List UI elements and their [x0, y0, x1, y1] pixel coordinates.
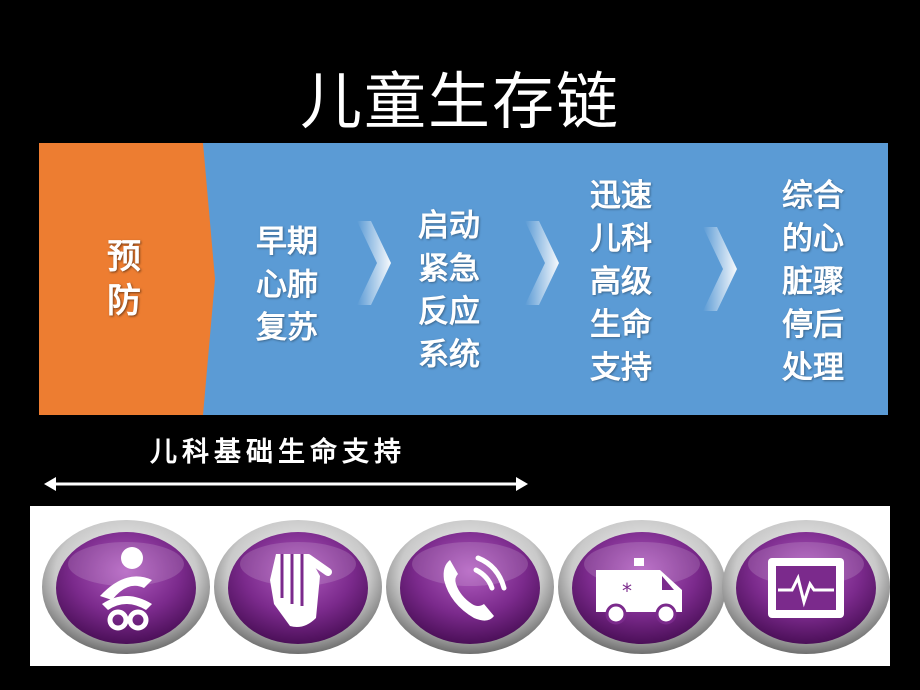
chevron-right-icon	[357, 221, 391, 305]
bls-label: 儿科基础生命支持	[150, 437, 406, 468]
svg-text:*: *	[622, 579, 632, 603]
icon-strip: *	[30, 506, 890, 666]
step-post-arrest-care: 综合 的心 脏骤 停后 处理	[782, 178, 844, 386]
phone-icon	[386, 520, 554, 654]
heart-monitor-icon	[722, 520, 890, 654]
prevention-block: 预 防	[39, 143, 203, 415]
prevention-label: 预 防	[107, 237, 141, 321]
cpr-hands-icon	[214, 520, 382, 654]
step-pals: 迅速 儿科 高级 生命 支持	[590, 178, 652, 386]
step-activate-emergency: 启动 紧急 反应 系统	[418, 208, 480, 373]
double-arrow-icon	[44, 477, 528, 491]
step-early-cpr: 早期 心肺 复苏	[256, 224, 318, 346]
page-title: 儿童生存链	[299, 65, 620, 138]
survival-chain: 预 防 早期 心肺 复苏 启动 紧急 反应 系统 迅速 儿科 高级 生命 支持 …	[39, 143, 888, 415]
ambulance-icon: *	[558, 520, 726, 654]
chevron-right-icon	[703, 227, 737, 311]
chevron-right-icon	[525, 221, 559, 305]
infant-icon	[42, 520, 210, 654]
prevention-arrow-tip	[203, 143, 215, 415]
